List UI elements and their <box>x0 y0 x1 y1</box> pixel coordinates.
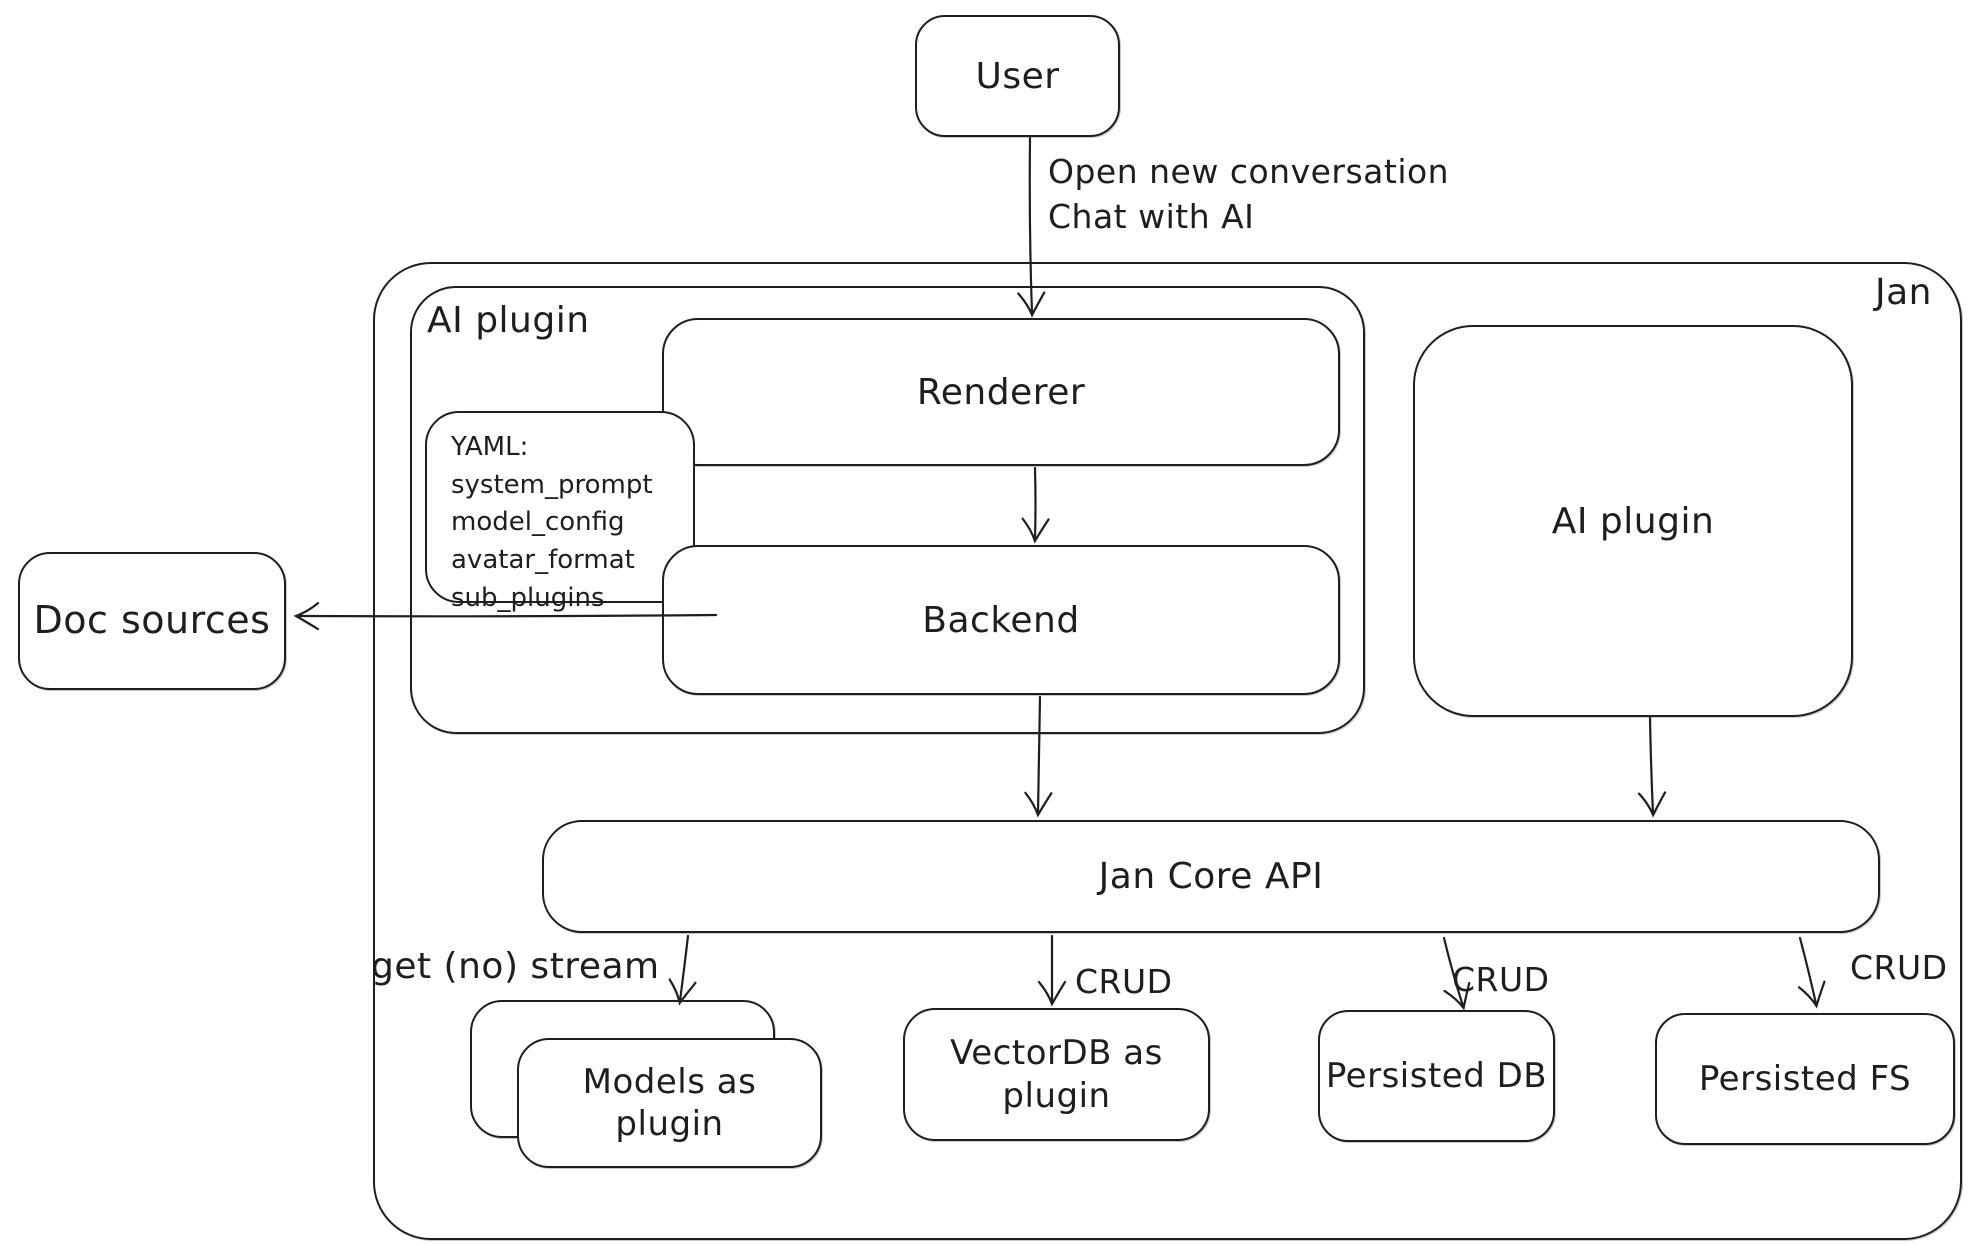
edge-label-user-flow-line2: Chat with AI <box>1048 196 1255 236</box>
node-vectordb-as-plugin: VectorDB as plugin <box>903 1008 1210 1141</box>
edge-label-crud-persisted-fs: CRUD <box>1850 948 1948 987</box>
node-user: User <box>915 15 1120 137</box>
container-jan-label: Jan <box>1875 272 1932 313</box>
edge-label-user-flow-line1: Open new conversation <box>1048 152 1450 191</box>
container-jan <box>373 262 1962 1240</box>
node-persisted-db-label: Persisted DB <box>1325 1055 1548 1096</box>
node-user-label: User <box>975 55 1060 97</box>
node-models-as-plugin: Models as plugin <box>517 1038 822 1168</box>
node-persisted-db: Persisted DB <box>1318 1010 1555 1142</box>
note-yaml-line: avatar_format <box>451 545 635 576</box>
edge-label-crud-persisted-db: CRUD <box>1452 960 1550 999</box>
note-yaml-title: YAML: <box>451 432 529 462</box>
node-vectordb-as-plugin-label: VectorDB as plugin <box>950 1033 1163 1116</box>
note-yaml-line: sub_plugins <box>451 582 605 613</box>
node-renderer: Renderer <box>662 318 1340 466</box>
node-jan-core-api: Jan Core API <box>542 820 1880 933</box>
node-ai-plugin-right-label: AI plugin <box>1551 500 1715 542</box>
note-yaml-line: system_prompt <box>451 469 653 500</box>
container-ai-plugin-left-label: AI plugin <box>427 300 590 341</box>
container-ai-plugin-left <box>410 286 1365 734</box>
node-doc-sources: Doc sources <box>18 552 286 690</box>
node-ai-plugin-right: AI plugin <box>1413 325 1853 717</box>
note-yaml: YAML: system_prompt model_config avatar_… <box>425 411 695 613</box>
node-backend: Backend <box>662 545 1340 695</box>
edge-label-get-stream: get (no) stream <box>371 946 660 987</box>
note-yaml-line: model_config <box>451 507 625 538</box>
node-persisted-fs-label: Persisted FS <box>1698 1058 1912 1099</box>
node-persisted-fs: Persisted FS <box>1655 1013 1955 1145</box>
node-renderer-label: Renderer <box>916 371 1086 413</box>
node-backend-label: Backend <box>922 599 1080 641</box>
edge-label-user-flow: Open new conversation Chat with AI <box>1048 150 1449 239</box>
node-models-as-plugin-label: Models as plugin <box>582 1061 757 1145</box>
node-doc-sources-label: Doc sources <box>33 598 271 643</box>
edge-label-crud-vectordb: CRUD <box>1075 962 1173 1001</box>
node-jan-core-api-label: Jan Core API <box>1098 856 1324 897</box>
